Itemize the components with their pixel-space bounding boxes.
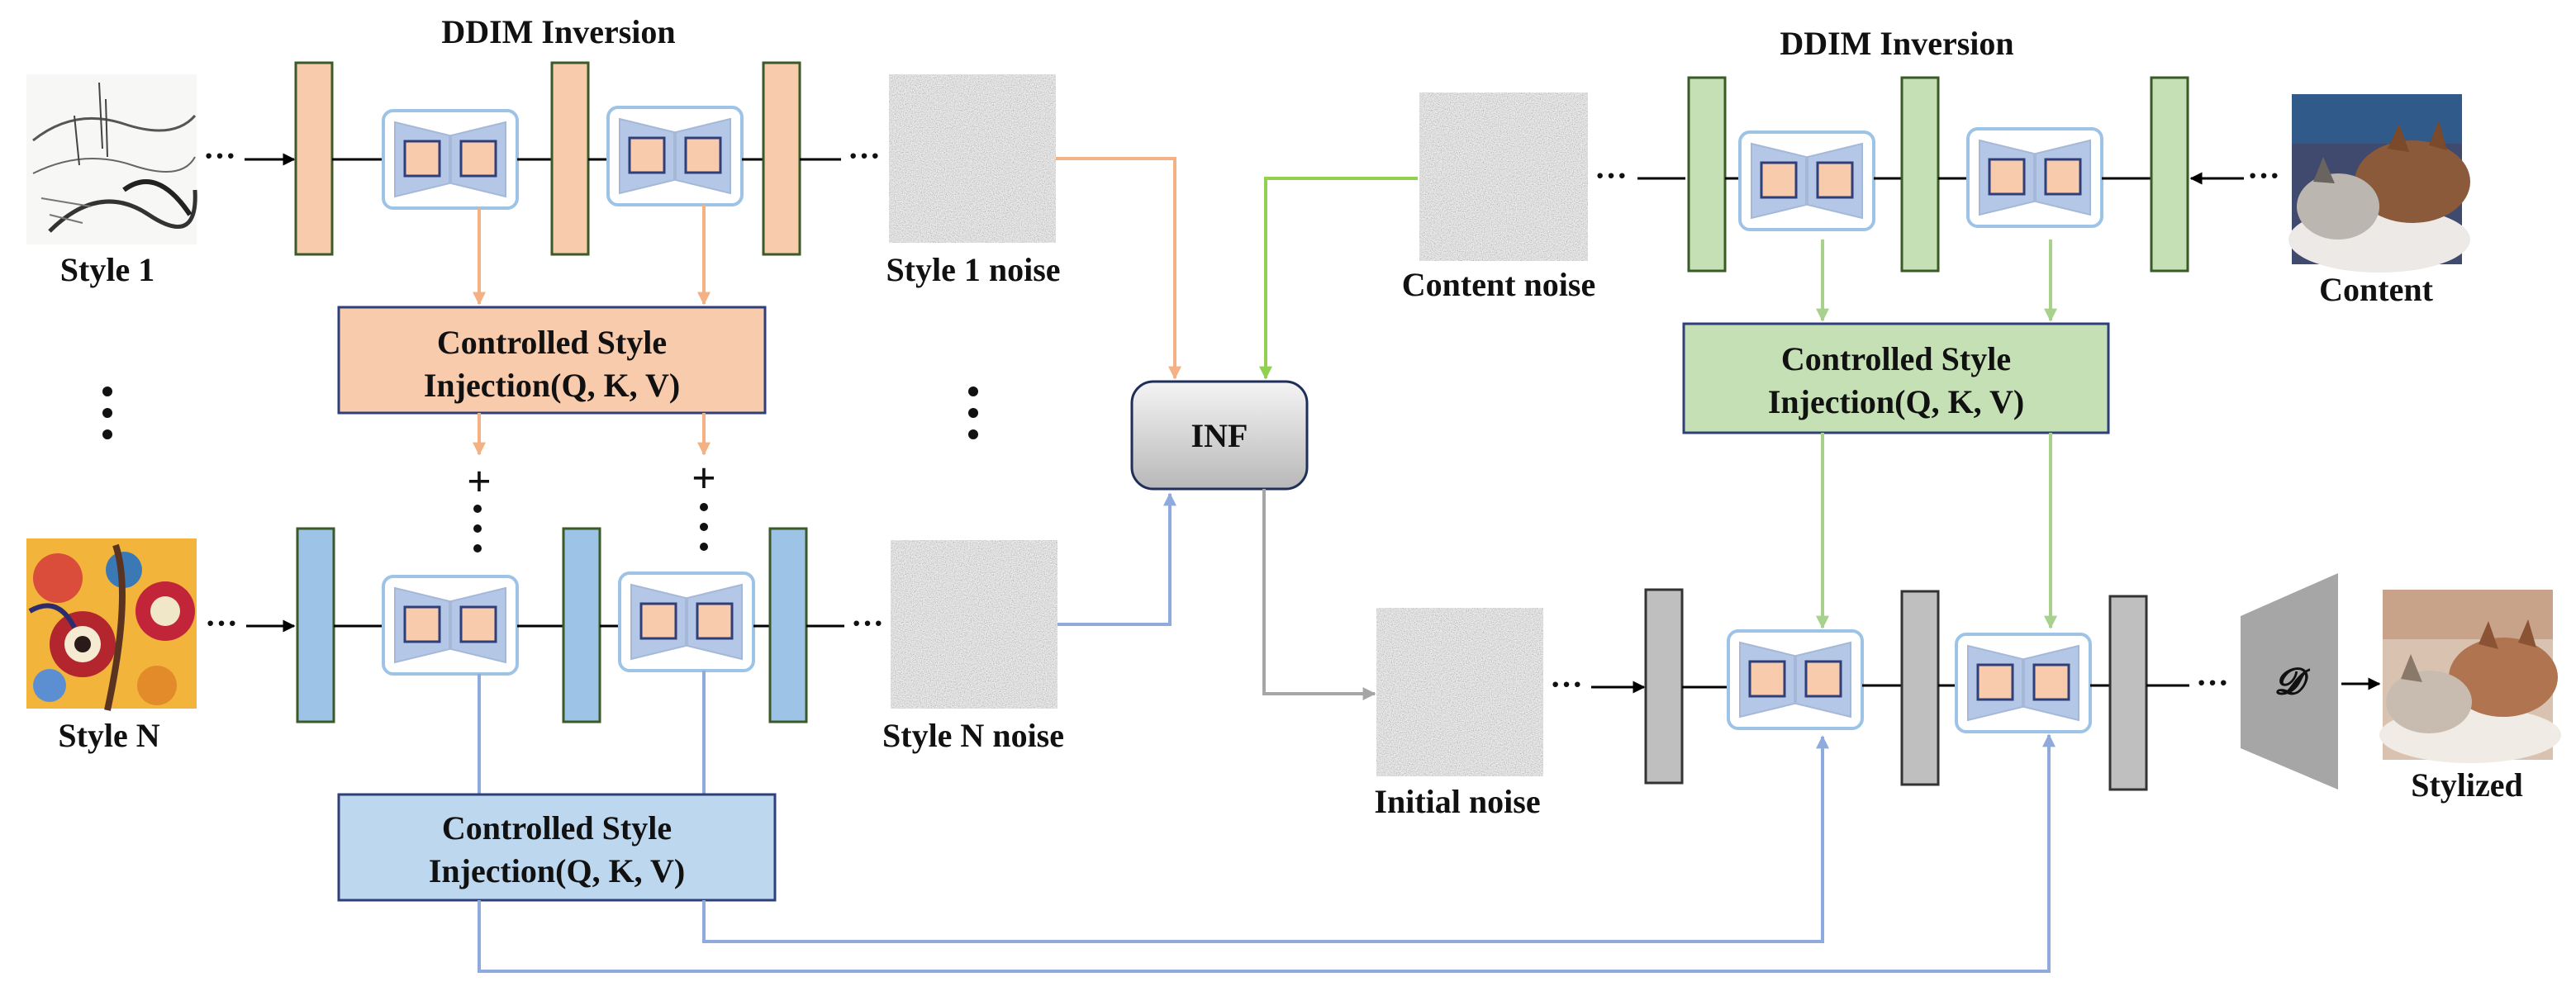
sN-latent-3 (768, 527, 808, 723)
s1-ellipsis-out: ··· (848, 137, 881, 174)
content-noise-image (1419, 92, 1588, 261)
g-unet-2 (1955, 633, 2092, 733)
inf-block (1130, 380, 1309, 491)
c-unet-2 (1966, 127, 2103, 228)
g-ellipsis-in: ··· (1550, 666, 1583, 703)
csi-green-line2: Injection(Q, K, V) (1768, 383, 2024, 420)
plus-1: + (467, 458, 492, 505)
csi-orange-box (337, 306, 767, 415)
styleN-label: Style N (58, 717, 159, 754)
csi-orange-line2: Injection(Q, K, V) (424, 367, 680, 404)
s1-ellipsis-in: ··· (203, 137, 236, 174)
sN-ellipsis-in: ··· (205, 605, 238, 642)
c-latent-1 (1687, 76, 1727, 273)
c-latent-3 (2150, 76, 2189, 273)
g-latent-3 (2108, 595, 2148, 791)
csi-blue-line1: Controlled Style (442, 809, 672, 847)
c-ellipsis-out: ··· (1595, 157, 1628, 194)
vdots-group (102, 387, 978, 553)
csi-blue-box (337, 793, 777, 902)
s1-unet-1 (382, 109, 519, 210)
blue-route-1 (478, 733, 2056, 973)
c-unet-1 (1738, 130, 1875, 231)
orange-to-inf (1056, 157, 1181, 380)
blue-to-inf (1057, 492, 1176, 626)
styleN-noise-label: Style N noise (882, 717, 1064, 754)
style1-noise-label: Style 1 noise (886, 251, 1060, 288)
g-latent-2 (1900, 590, 1940, 786)
initial-noise-image (1376, 608, 1543, 776)
inf-label: INF (1191, 417, 1248, 454)
c-latent-2 (1900, 76, 1940, 273)
inf-to-initial-noise (1262, 489, 1376, 700)
content-label: Content (2319, 271, 2433, 308)
csi-orange-line1: Controlled Style (437, 324, 667, 361)
style-ddim-title: DDIM Inversion (441, 13, 675, 50)
style1-image (26, 74, 197, 244)
sN-unet-2 (618, 572, 755, 672)
green-to-inf (1259, 177, 1418, 380)
s1-unet-2 (606, 106, 744, 206)
sN-latent-1 (296, 527, 335, 723)
csi-green-line1: Controlled Style (1781, 340, 2011, 377)
stylized-label: Stylized (2411, 766, 2523, 804)
csi-green-box (1682, 322, 2110, 434)
s1-latent-1 (294, 61, 334, 256)
g-ellipsis-out: ··· (2196, 664, 2229, 701)
stylized-image (2379, 590, 2561, 763)
g-latent-1 (1644, 588, 1684, 785)
plus-2: + (692, 455, 716, 502)
content-noise-label: Content noise (1402, 266, 1595, 303)
initial-noise-label: Initial noise (1374, 783, 1540, 820)
styleN-image (26, 538, 197, 711)
s1-latent-2 (550, 61, 590, 256)
g-unet-1 (1727, 629, 1864, 730)
content-ddim-title: DDIM Inversion (1780, 25, 2013, 62)
blue-route-2 (702, 735, 1829, 943)
style1-label: Style 1 (60, 251, 154, 288)
styleN-noise-image (891, 540, 1057, 709)
c-ellipsis-in: ··· (2247, 157, 2280, 194)
s1-latent-3 (762, 61, 801, 256)
csi-blue-line2: Injection(Q, K, V) (429, 852, 685, 889)
sN-latent-2 (562, 527, 601, 723)
content-image (2288, 94, 2470, 273)
style1-noise-image (889, 74, 1056, 243)
sN-unet-1 (382, 575, 519, 676)
sN-ellipsis-out: ··· (851, 605, 884, 642)
decoder-block (2241, 573, 2338, 790)
